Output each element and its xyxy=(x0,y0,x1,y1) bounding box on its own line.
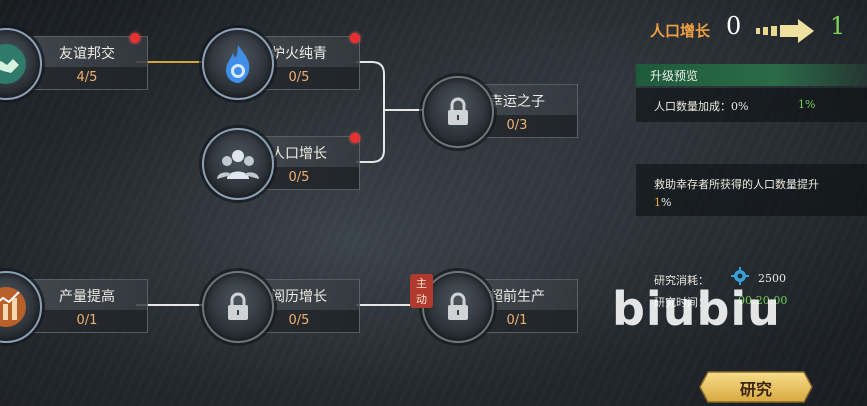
lock-icon xyxy=(422,76,494,148)
research-button-label[interactable]: 研究 xyxy=(739,380,772,399)
research-button[interactable] xyxy=(698,370,814,404)
panel-title: 人口增长 xyxy=(650,22,711,40)
skill-name: 友谊邦交 xyxy=(59,46,115,62)
description-value: 1 xyxy=(654,196,661,209)
time-label: 研究时间： xyxy=(654,296,709,309)
lock-icon xyxy=(422,271,494,343)
level-from: 0 xyxy=(726,12,742,40)
arrow-right-icon xyxy=(756,19,814,43)
red-dot-indicator xyxy=(130,33,140,43)
description-main: 救助幸存者所获得的人口数量提升 xyxy=(654,178,819,191)
level-to: 1 xyxy=(830,12,846,40)
skill-name: 炉火纯青 xyxy=(271,46,327,62)
skill-name: 超前生产 xyxy=(489,289,545,305)
flame-icon xyxy=(202,28,274,100)
skill-count: 4/5 xyxy=(27,67,147,89)
skill-plate: 友谊邦交 4/5 xyxy=(26,36,148,90)
preview-title: 升级预览 xyxy=(650,69,699,83)
watermark: biubiu xyxy=(612,282,781,336)
cost-label: 研究消耗： xyxy=(654,274,709,287)
time-value: 00:20:00 xyxy=(738,294,788,307)
skill-name: 产量提高 xyxy=(59,289,115,305)
lock-icon xyxy=(202,271,274,343)
preview-header: 升级预览 xyxy=(636,64,867,86)
description-unit: % xyxy=(661,196,672,209)
skill-name: 人口增长 xyxy=(271,146,327,162)
stat-label: 人口数量加成：0% xyxy=(654,100,749,113)
red-dot-indicator xyxy=(350,133,360,143)
skill-name: 幸运之子 xyxy=(489,94,545,110)
skill-name: 阅历增长 xyxy=(271,289,327,305)
red-dot-indicator xyxy=(350,33,360,43)
stat-next-value: 1% xyxy=(798,98,816,111)
description-text: 救助幸存者所获得的人口数量提升 1% xyxy=(654,176,864,212)
stat-row xyxy=(636,88,867,122)
gear-resource-icon xyxy=(731,267,749,285)
skill-plate: 产量提高 0/1 xyxy=(26,279,148,333)
people-icon xyxy=(202,128,274,200)
skill-count: 0/1 xyxy=(27,310,147,332)
active-skill-tag: 主动 xyxy=(410,274,433,308)
description-row xyxy=(636,164,867,216)
cost-value: 2500 xyxy=(758,272,786,285)
